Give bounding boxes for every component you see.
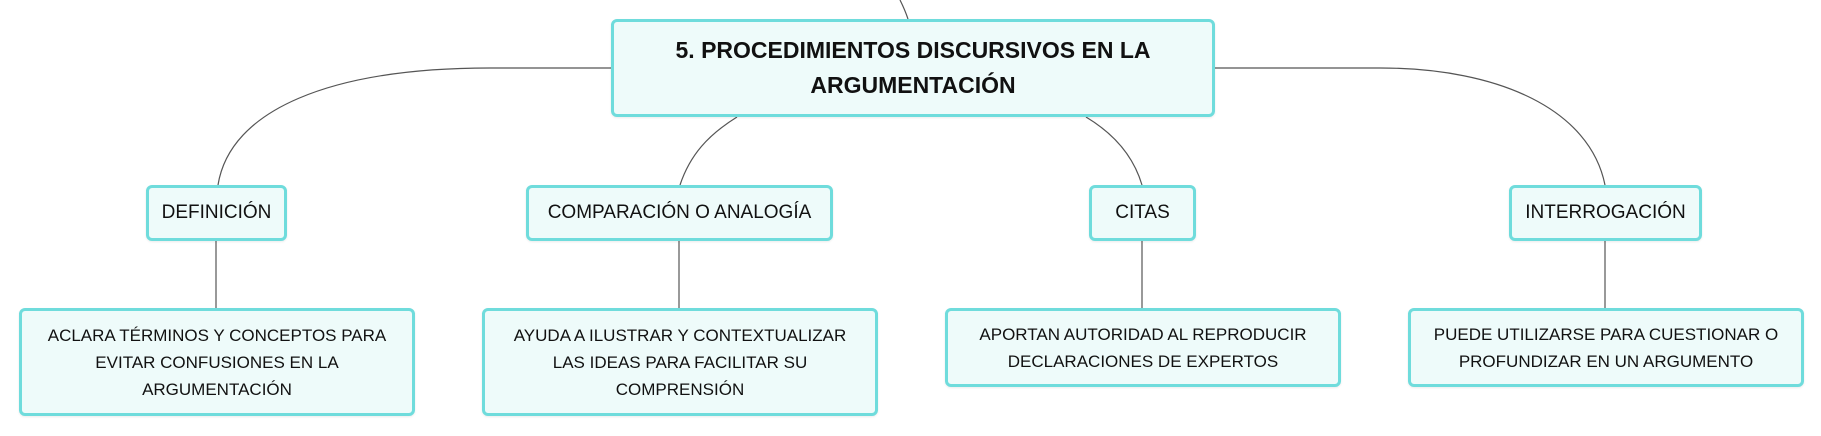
branch-label-definicion: DEFINICIÓN — [161, 202, 272, 223]
connector-parent-root — [899, 0, 909, 20]
detail-text-comparacion: AYUDA A ILUSTRAR Y CONTEXTUALIZAR LAS ID… — [513, 325, 847, 399]
detail-node-comparacion[interactable]: AYUDA A ILUSTRAR Y CONTEXTUALIZAR LAS ID… — [482, 308, 878, 416]
branch-label-citas: CITAS — [1115, 202, 1170, 223]
detail-text-interrogacion: PUEDE UTILIZARSE PARA CUESTIONAR O PROFU… — [1433, 324, 1779, 371]
detail-text-citas: APORTAN AUTORIDAD AL REPRODUCIR DECLARAC… — [979, 324, 1307, 371]
connector-root-citas — [1085, 116, 1143, 186]
branch-node-interrogacion[interactable]: INTERROGACIÓN — [1509, 185, 1702, 241]
connector-root-definicion — [217, 67, 611, 186]
detail-node-citas[interactable]: APORTAN AUTORIDAD AL REPRODUCIR DECLARAC… — [945, 308, 1341, 387]
connector-root-comparacion — [679, 116, 738, 186]
branch-label-interrogacion: INTERROGACIÓN — [1525, 202, 1686, 223]
branch-node-definicion[interactable]: DEFINICIÓN — [146, 185, 287, 241]
detail-node-definicion[interactable]: ACLARA TÉRMINOS Y CONCEPTOS PARA EVITAR … — [19, 308, 415, 416]
detail-node-interrogacion[interactable]: PUEDE UTILIZARSE PARA CUESTIONAR O PROFU… — [1408, 308, 1804, 387]
connector-root-interrogacion — [1215, 67, 1606, 186]
branch-node-citas[interactable]: CITAS — [1089, 185, 1196, 241]
branch-node-comparacion[interactable]: COMPARACIÓN O ANALOGÍA — [526, 185, 833, 241]
root-topic-node[interactable]: 5. PROCEDIMIENTOS DISCURSIVOS EN LA ARGU… — [611, 19, 1215, 117]
root-topic-label: 5. PROCEDIMIENTOS DISCURSIVOS EN LA ARGU… — [675, 37, 1151, 98]
detail-text-definicion: ACLARA TÉRMINOS Y CONCEPTOS PARA EVITAR … — [47, 325, 387, 399]
branch-label-comparacion: COMPARACIÓN O ANALOGÍA — [547, 202, 812, 223]
